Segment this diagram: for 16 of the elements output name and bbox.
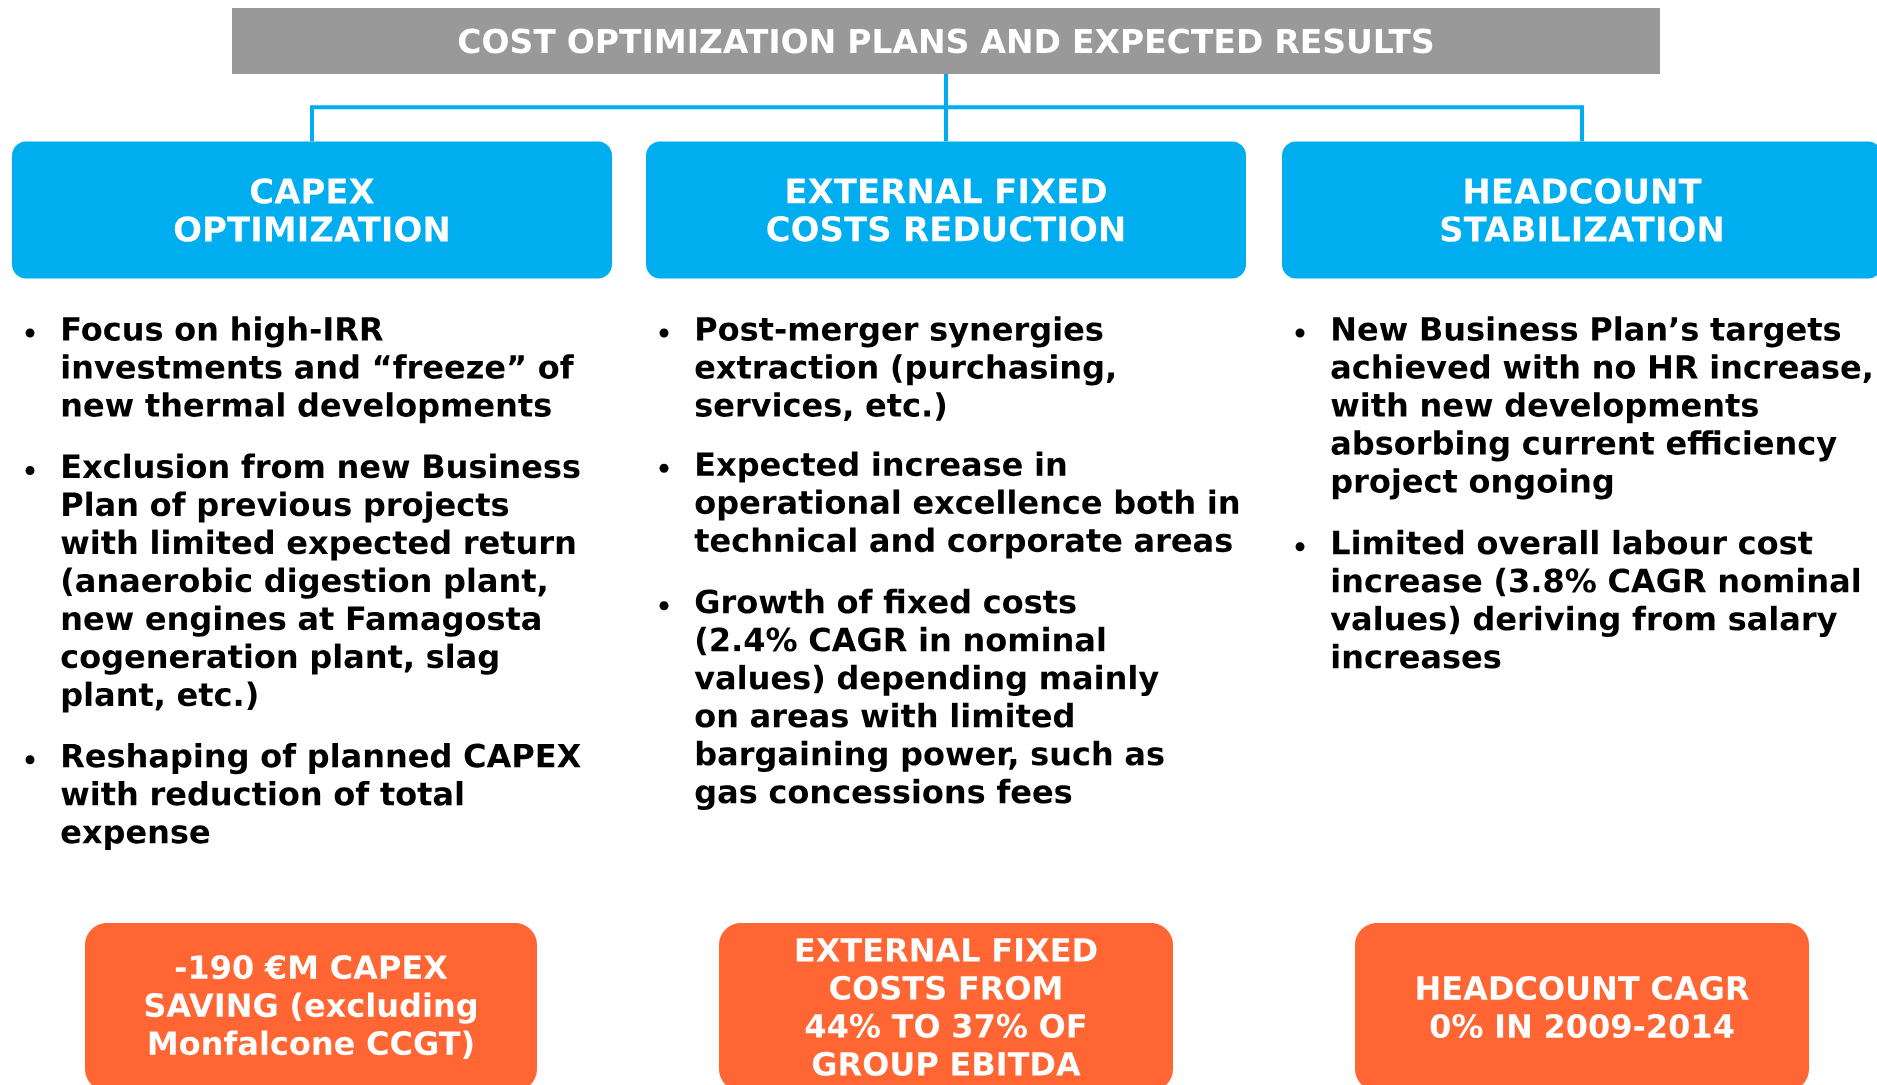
connector-line	[944, 74, 1584, 142]
category-box: HEADCOUNT STABILIZATION	[1282, 141, 1877, 279]
category-box: EXTERNAL FIXED COSTS REDUCTION	[646, 141, 1246, 279]
bullet-text: Limited overall labour cost increase (3.8% CAGR nominal values) deriving from salary increases	[1330, 529, 1860, 669]
bullet-text: Exclusion from new Business Plan of previous projects with limited expected return (anaerobic digestion plant, new engines at Famagosta cogeneration plant, slag plant, etc.)	[61, 453, 580, 713]
result-box: HEADCOUNT CAGR 0% IN 2009-2014	[1355, 923, 1809, 1085]
bullet-text: New Business Plan’s targets achieved with no HR increase, with new developments absorbing current efficiency project ongoing	[1331, 316, 1871, 500]
bullet-text: Growth of fixed costs (2.4% CAGR in nominal values) depending mainly on areas with limited bargaining power, such as gas concessions fees	[694, 588, 1164, 811]
category-box: CAPEX OPTIMIZATION	[12, 141, 612, 279]
bullet-text: Focus on high-IRR investments and “freeze” of new thermal developments	[62, 316, 574, 424]
title-bar: COST OPTIMIZATION PLANS AND EXPECTED RESULTS	[232, 8, 1660, 74]
result-box: EXTERNAL FIXED COSTS FROM 44% TO 37% OF GROUP EBITDA	[719, 923, 1173, 1085]
bullet-text: Post-merger synergies extraction (purchasing, services, etc.)	[695, 316, 1114, 422]
result-box: -190 €M CAPEX SAVING (excluding Monfalcone CCGT)	[85, 923, 537, 1085]
bullet-text: Expected increase in operational excellence both in technical and corporate areas	[694, 451, 1239, 559]
bullet-text: Reshaping of planned CAPEX with reduction of total expense	[61, 742, 581, 850]
